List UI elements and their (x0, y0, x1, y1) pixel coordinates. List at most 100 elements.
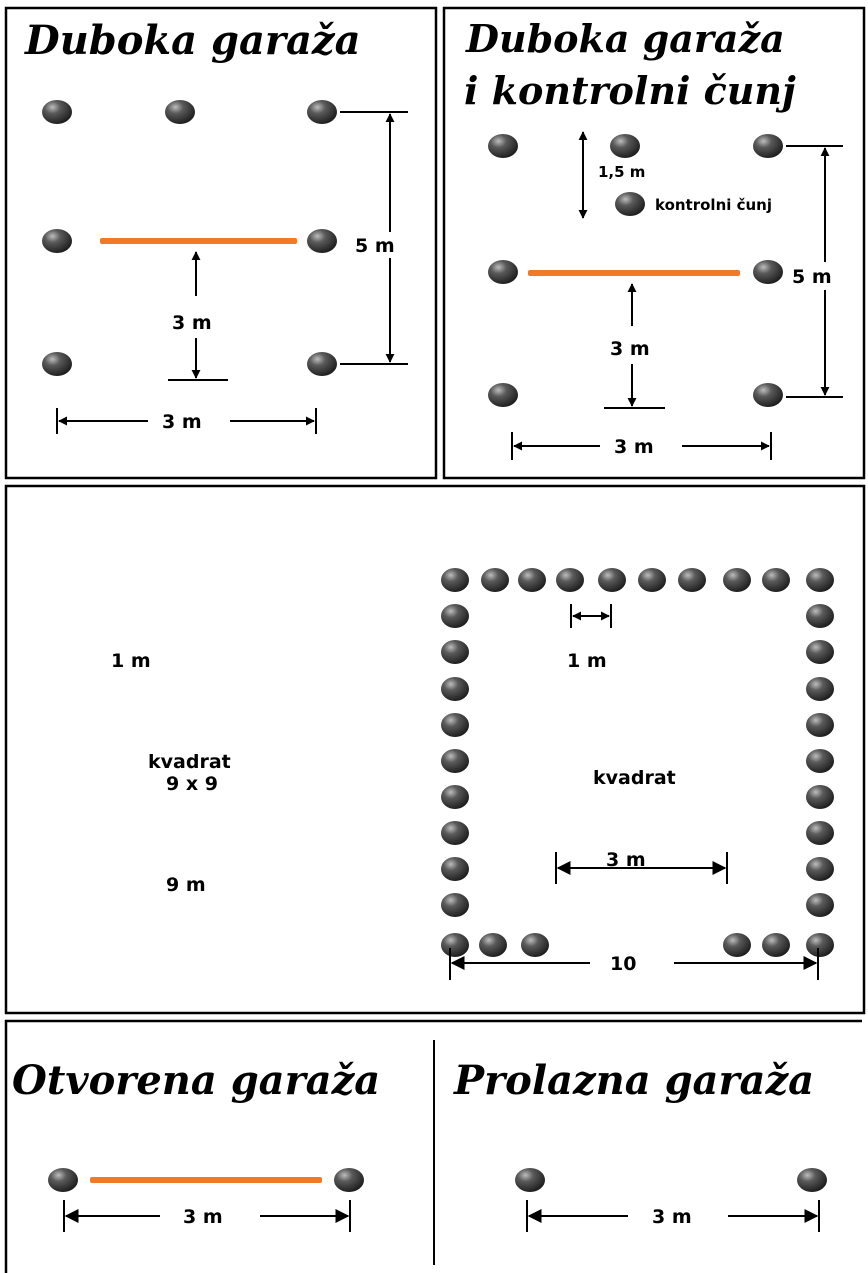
cone (441, 821, 469, 845)
control-cone-label: kontrolni čunj (655, 196, 772, 214)
cone (488, 134, 518, 158)
cone (762, 568, 790, 592)
cone (515, 1168, 545, 1192)
cone (42, 229, 72, 253)
cone (797, 1168, 827, 1192)
cone (753, 383, 783, 407)
control-cone (615, 192, 645, 216)
inner-square-name: kvadrat (593, 767, 676, 789)
cone (806, 568, 834, 592)
label-backdrop (148, 406, 230, 436)
left-square-size: 9 x 9 (166, 773, 218, 795)
cone (806, 713, 834, 737)
cone (806, 785, 834, 809)
width-label: 3 m (162, 411, 202, 433)
panel-title-line1: Duboka garaža (465, 16, 785, 61)
panel-bottom: Otvorena garaža 3 m Prolazna garaža 3 m (4, 1019, 862, 1273)
cone (723, 568, 751, 592)
cone (723, 933, 751, 957)
cone (307, 100, 337, 124)
cone (678, 568, 706, 592)
cone (441, 893, 469, 917)
cone (518, 568, 546, 592)
through-garage: Prolazna garaža 3 m (453, 1057, 827, 1232)
cone (441, 677, 469, 701)
label-backdrop (345, 232, 405, 258)
cone (441, 933, 469, 957)
cone (521, 933, 549, 957)
cone (481, 568, 509, 592)
label-backdrop (790, 262, 842, 290)
cone (598, 568, 626, 592)
cone (165, 100, 195, 124)
inner-spacing-label: 1 m (567, 650, 607, 672)
cone (753, 134, 783, 158)
panel-deep-garage: Duboka garaža 5 m 3 m 3 m (4, 6, 438, 480)
cone-group (42, 100, 337, 376)
cone (610, 134, 640, 158)
cone (307, 229, 337, 253)
gate-width-label: 3 m (606, 849, 646, 871)
cone (48, 1168, 78, 1192)
cone (334, 1168, 364, 1192)
width-label: 3 m (183, 1206, 223, 1228)
cone (479, 933, 507, 957)
square-cone-group (441, 568, 834, 957)
cone (638, 568, 666, 592)
panel-frame (442, 6, 866, 480)
stop-bar (90, 1177, 322, 1183)
cone (753, 260, 783, 284)
cone (441, 604, 469, 628)
left-spacing-label: 1 m (111, 650, 151, 672)
cone (42, 100, 72, 124)
cone (441, 568, 469, 592)
cone (488, 260, 518, 284)
cone (42, 352, 72, 376)
panel-frame (4, 1019, 862, 1273)
total-width-label: 10 (610, 953, 636, 975)
panel-title: Duboka garaža (24, 17, 361, 64)
cone (806, 857, 834, 881)
label-backdrop (590, 948, 674, 978)
open-garage: Otvorena garaža 3 m (12, 1057, 380, 1232)
cone (441, 857, 469, 881)
open-garage-title: Otvorena garaža (12, 1057, 380, 1104)
label-backdrop (600, 432, 682, 462)
cone (441, 713, 469, 737)
cone (762, 933, 790, 957)
label-backdrop (160, 1202, 260, 1232)
stop-bar (528, 270, 740, 276)
gap-label: 3 m (610, 338, 650, 360)
width-label: 3 m (652, 1206, 692, 1228)
cone (488, 383, 518, 407)
depth-label: 5 m (792, 266, 832, 288)
cone (556, 568, 584, 592)
cone (806, 933, 834, 957)
cone (806, 749, 834, 773)
cone (441, 785, 469, 809)
cone (806, 604, 834, 628)
panel-square: 1 m kvadrat 9 x 9 9 m 1 m kvadrat 3 m 10 (4, 484, 866, 1015)
cone (441, 749, 469, 773)
panel-frame (4, 6, 438, 480)
cone (307, 352, 337, 376)
control-distance-label: 1,5 m (598, 163, 645, 181)
left-square-name: kvadrat (148, 751, 231, 773)
left-side-label: 9 m (166, 874, 206, 896)
panel-deep-garage-control: Duboka garaža i kontrolni čunj 1,5 m kon… (442, 6, 866, 480)
stop-bar (100, 238, 297, 244)
through-garage-title: Prolazna garaža (453, 1057, 814, 1104)
panel-frame (4, 484, 866, 1015)
gap-label: 3 m (172, 312, 212, 334)
width-label: 3 m (614, 436, 654, 458)
cone (806, 640, 834, 664)
cone-group (488, 134, 783, 407)
panel-title-line2: i kontrolni čunj (464, 68, 796, 113)
cone (806, 893, 834, 917)
cone (806, 821, 834, 845)
depth-label: 5 m (355, 235, 395, 257)
label-backdrop (628, 1202, 728, 1232)
cone (441, 640, 469, 664)
cone (806, 677, 834, 701)
